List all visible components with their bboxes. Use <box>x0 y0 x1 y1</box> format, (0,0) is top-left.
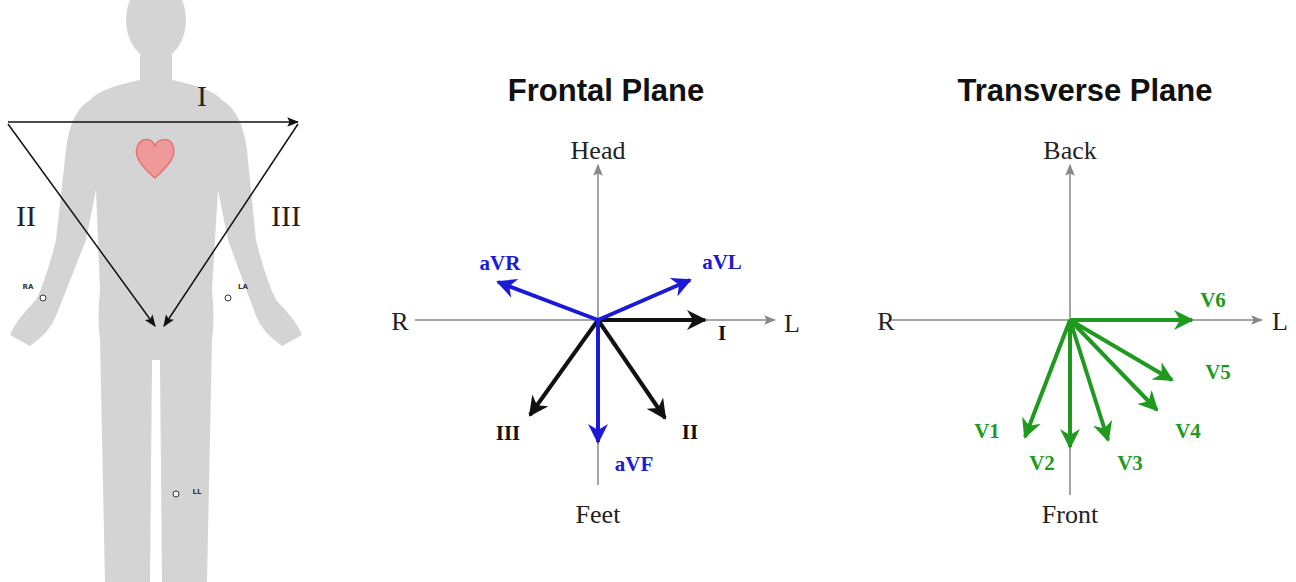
electrode-label: LA <box>238 284 248 291</box>
electrode-label: RA <box>23 284 34 291</box>
electrode-label: LL <box>193 489 202 496</box>
electrode-dot <box>225 295 231 301</box>
lead-label: aVL <box>702 252 742 273</box>
axis-label: R <box>877 309 894 335</box>
electrode-dot <box>173 491 179 497</box>
body-silhouette <box>10 0 302 582</box>
lead-label: V1 <box>974 421 1000 442</box>
frontal-leads <box>498 280 705 442</box>
lead-label: II <box>682 422 698 443</box>
lead-label: V4 <box>1175 421 1201 442</box>
lead-label: aVR <box>480 253 521 274</box>
axis-label: L <box>1272 309 1288 335</box>
lead-label: V5 <box>1205 362 1231 383</box>
axis-label: Feet <box>576 502 621 528</box>
frontal-axes <box>415 165 775 485</box>
plane-title: Frontal Plane <box>508 75 704 106</box>
transverse-axes <box>890 165 1262 495</box>
lead-label: aVF <box>615 454 654 475</box>
lead-label: I <box>197 81 207 111</box>
lead-label: V2 <box>1029 453 1055 474</box>
lead-label: V3 <box>1117 453 1143 474</box>
lead-label: III <box>496 423 521 444</box>
lead-label: V6 <box>1200 290 1226 311</box>
axis-label: R <box>391 309 408 335</box>
lead-label: I <box>718 323 726 344</box>
axis-label: Back <box>1043 138 1096 164</box>
plane-title: Transverse Plane <box>957 75 1212 106</box>
axis-label: Front <box>1042 502 1098 528</box>
electrode-dot <box>40 295 46 301</box>
lead-label: II <box>16 201 36 231</box>
axis-label: Head <box>571 138 626 164</box>
heart-icon <box>136 139 174 178</box>
axis-label: L <box>784 311 800 337</box>
precordial-leads <box>1025 320 1192 447</box>
lead-label: III <box>271 201 301 231</box>
einthoven-triangle <box>8 122 298 326</box>
